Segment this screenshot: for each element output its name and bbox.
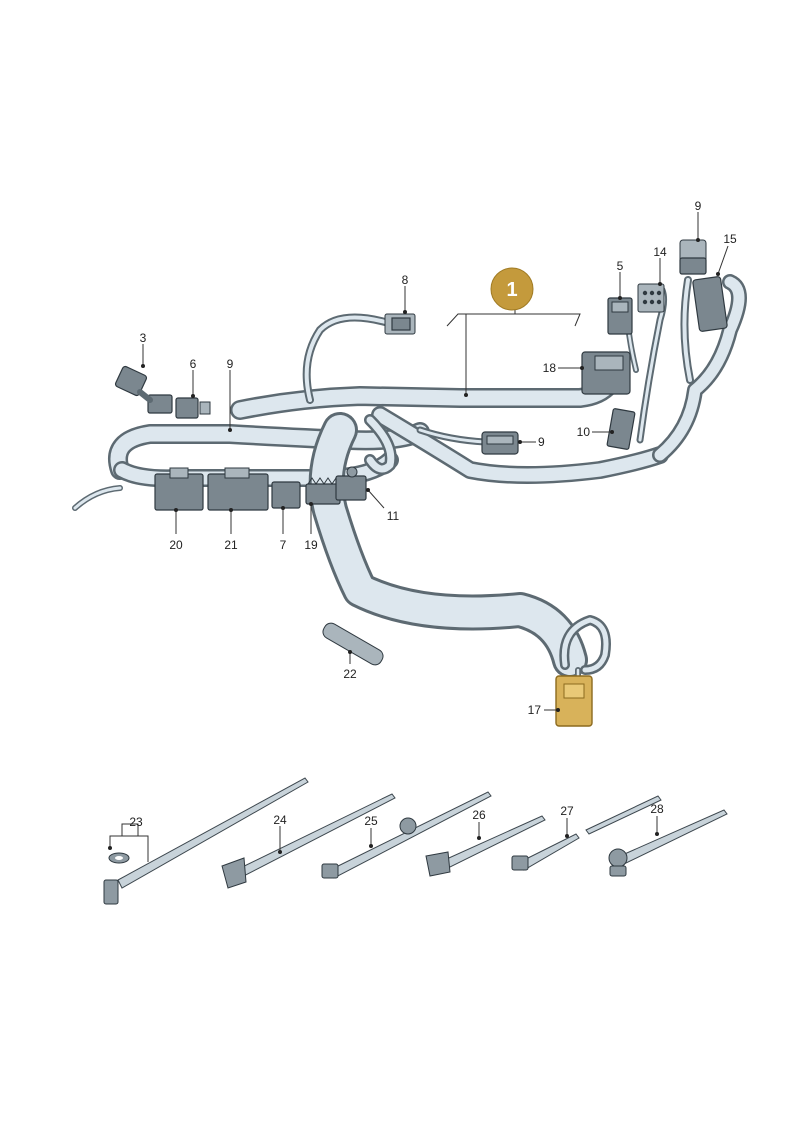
callout-label: 21 [224,538,238,552]
callout-9-middle[interactable]: 9 [518,435,545,449]
callout-15[interactable]: 15 [716,232,737,276]
callout-label: 20 [169,538,183,552]
connector-9-middle [481,431,519,455]
callout-label: 27 [560,804,574,818]
callout-11[interactable]: 11 [366,488,400,523]
callout-label: 11 [387,509,400,523]
callout-24[interactable]: 24 [273,813,287,854]
callout-27[interactable]: 27 [560,804,574,838]
fastener-23 [103,777,309,905]
callout-7[interactable]: 7 [280,506,287,552]
callout-25[interactable]: 25 [364,814,378,848]
callout-label: 19 [304,538,318,552]
callout-label: 8 [402,273,409,287]
callout-label: 22 [343,667,357,681]
callout-5[interactable]: 5 [617,259,624,300]
pin-22 [322,622,384,666]
callout-label: 7 [280,538,287,552]
callout-3[interactable]: 3 [140,331,147,368]
connector-9-top [679,239,707,275]
connector-3 [114,365,173,414]
callout-label: 15 [723,232,737,246]
connector-11 [335,466,367,501]
connector-18 [581,351,631,395]
connector-20 [154,467,204,511]
callout-label: 6 [190,357,197,371]
connector-14 [637,283,665,313]
connector-6 [175,397,211,419]
connector-15 [692,276,728,332]
callout-label: 24 [273,813,287,827]
callout-14[interactable]: 14 [653,245,667,286]
connector-5 [607,297,633,335]
callout-label: 3 [140,331,147,345]
callout-label: 25 [364,814,378,828]
callout-19[interactable]: 19 [304,502,318,552]
connector-21 [207,467,269,511]
callout-label: 9 [227,357,234,371]
callout-label: 9 [695,199,702,213]
callout-18[interactable]: 18 [543,361,584,375]
callout-label: 18 [543,361,557,375]
connector-8 [384,313,416,335]
cable-tie-26 [425,815,546,877]
callout-28[interactable]: 28 [650,802,664,836]
cable-tie-28 [608,809,728,877]
callout-label: 23 [129,815,143,829]
connector-10 [606,408,636,450]
cable-tie-27 [511,795,662,871]
connector-7 [271,481,301,509]
callout-20[interactable]: 20 [169,508,183,552]
main-part-number: 1 [506,279,517,301]
callout-17[interactable]: 17 [528,703,560,717]
callout-label: 5 [617,259,624,273]
callout-8[interactable]: 8 [402,273,409,314]
callout-9-left[interactable]: 9 [227,357,234,432]
callout-6[interactable]: 6 [190,357,197,398]
connector-17 [555,675,593,727]
callout-9-top[interactable]: 9 [695,199,702,242]
callout-26[interactable]: 26 [472,808,486,840]
callout-label: 10 [577,425,591,439]
callout-21[interactable]: 21 [224,508,238,552]
callout-label: 17 [528,703,542,717]
callout-label: 26 [472,808,486,822]
callout-10[interactable]: 10 [577,425,614,439]
callout-22[interactable]: 22 [343,650,357,681]
callout-label: 14 [653,245,667,259]
connector-19 [305,476,341,505]
main-part-badge[interactable]: 1 [446,267,581,397]
callout-23[interactable]: 23 [108,815,149,862]
cable-tie-24 [221,793,396,889]
cable-tie-25 [321,791,492,879]
callout-label: 28 [650,802,664,816]
callout-label: 9 [538,435,545,449]
